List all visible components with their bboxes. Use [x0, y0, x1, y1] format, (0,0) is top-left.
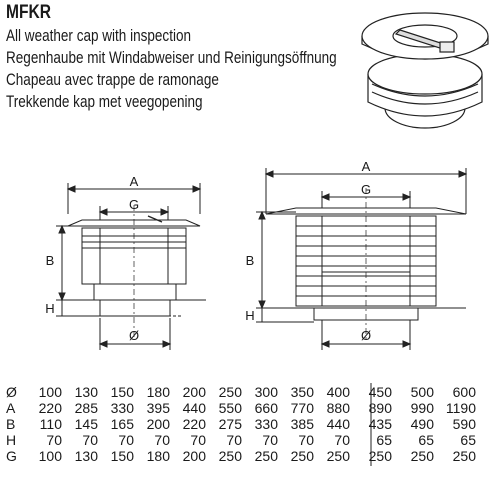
table-cell: 165: [111, 416, 135, 432]
table-cell: 70: [82, 432, 98, 448]
table-cell: 70: [226, 432, 242, 448]
product-code: MFKR: [6, 2, 52, 23]
table-cell: 600: [453, 384, 477, 400]
table-cell: 990: [411, 400, 435, 416]
table-cell: 65: [376, 432, 392, 448]
table-cell: 200: [183, 448, 207, 464]
table-cell: 70: [46, 432, 62, 448]
table-cell: 440: [327, 416, 351, 432]
table-cell: 275: [219, 416, 243, 432]
table-cell: 180: [147, 448, 171, 464]
table-cell: 880: [327, 400, 351, 416]
table-row-label: B: [6, 416, 15, 432]
table-row-label: G: [6, 448, 17, 464]
table-cell: 250: [219, 448, 243, 464]
right-label-diameter: Ø: [361, 328, 371, 343]
table-cell: 70: [334, 432, 350, 448]
table-cell: 65: [460, 432, 476, 448]
left-label-a: A: [130, 174, 139, 189]
table-cell: 350: [291, 384, 315, 400]
right-label-b: B: [246, 253, 255, 268]
table-cell: 250: [327, 448, 351, 464]
table-cell: 550: [219, 400, 243, 416]
table-cell: 300: [255, 384, 279, 400]
table-cell: 660: [255, 400, 279, 416]
table-cell: 110: [40, 416, 63, 432]
description-english: All weather cap with inspection: [6, 27, 192, 45]
table-cell: 385: [291, 416, 315, 432]
table-row-label: A: [6, 400, 16, 416]
table-cell: 395: [147, 400, 171, 416]
table-cell: 1190: [446, 400, 476, 416]
right-label-a: A: [362, 159, 371, 174]
table-cell: 490: [411, 416, 435, 432]
table-cell: 70: [118, 432, 134, 448]
table-cell: 250: [453, 448, 477, 464]
table-cell: 100: [39, 448, 63, 464]
table-cell: 440: [183, 400, 207, 416]
table-cell: 285: [75, 400, 99, 416]
table-cell: 150: [111, 384, 135, 400]
table-cell: 70: [262, 432, 278, 448]
table-cell: 180: [147, 384, 171, 400]
table-cell: 500: [411, 384, 435, 400]
table-cell: 250: [369, 448, 393, 464]
table-cell: 220: [183, 416, 207, 432]
table-cell: 220: [39, 400, 63, 416]
table-cell: 70: [154, 432, 170, 448]
table-cell: 130: [75, 384, 99, 400]
table-cell: 770: [291, 400, 315, 416]
right-label-g: G: [361, 182, 371, 197]
table-row-label: H: [6, 432, 16, 448]
table-cell: 435: [369, 416, 393, 432]
table-cell: 890: [369, 400, 393, 416]
table-cell: 200: [147, 416, 171, 432]
table-cell: 70: [298, 432, 314, 448]
table-row-label: Ø: [6, 384, 17, 400]
table-cell: 250: [291, 448, 315, 464]
table-cell: 400: [327, 384, 351, 400]
table-cell: 590: [453, 416, 477, 432]
left-label-b: B: [46, 253, 55, 268]
table-cell: 250: [219, 384, 243, 400]
table-cell: 330: [111, 400, 135, 416]
left-label-diameter: Ø: [129, 328, 139, 343]
table-cell: 250: [411, 448, 435, 464]
table-cell: 100: [39, 384, 63, 400]
left-label-h: H: [45, 301, 54, 316]
table-cell: 130: [75, 448, 99, 464]
description-german: Regenhaube mit Windabweiser und Reinigun…: [6, 49, 337, 67]
table-cell: 450: [369, 384, 393, 400]
table-cell: 145: [75, 416, 99, 432]
table-cell: 150: [111, 448, 135, 464]
table-cell: 65: [418, 432, 434, 448]
table-cell: 70: [190, 432, 206, 448]
description-dutch: Trekkende kap met veegopening: [6, 93, 203, 111]
table-cell: 330: [255, 416, 279, 432]
right-label-h: H: [245, 308, 254, 323]
table-cell: 250: [255, 448, 279, 464]
table-cell: 200: [183, 384, 207, 400]
left-label-g: G: [129, 197, 139, 212]
description-french: Chapeau avec trappe de ramonage: [6, 71, 219, 89]
